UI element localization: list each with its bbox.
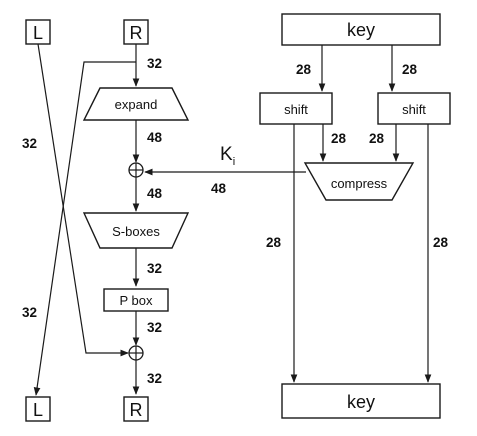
right-input-label: R	[130, 23, 143, 43]
key-to-shift-right-width: 28	[402, 62, 418, 77]
pbox-label: P box	[119, 293, 153, 308]
right-output-box: R	[123, 396, 149, 422]
key-bottom-box: key	[281, 383, 441, 419]
key-top-label: key	[347, 20, 375, 40]
expand-label: expand	[115, 97, 158, 112]
sboxes-label: S-boxes	[112, 224, 160, 239]
left-input-label: L	[33, 23, 43, 43]
expand-box: expand	[82, 87, 190, 121]
right-cross-width: 32	[22, 305, 37, 320]
shift-right-label: shift	[402, 102, 426, 117]
key-top-box: key	[281, 13, 441, 46]
shift-left-box: shift	[259, 92, 333, 125]
xor-out-width: 48	[147, 186, 163, 201]
key-to-shift-left-width: 28	[296, 62, 312, 77]
key-bottom-label: key	[347, 392, 375, 412]
xor2-out-width: 32	[147, 371, 162, 386]
r-to-expand-width: 32	[147, 56, 162, 71]
pbox-box: P box	[103, 288, 169, 312]
pbox-out-width: 32	[147, 320, 162, 335]
left-input-box: L	[25, 19, 51, 45]
left-output-box: L	[25, 396, 51, 422]
shift-left-label: shift	[284, 102, 308, 117]
expand-out-width: 48	[147, 130, 163, 145]
ki-width: 48	[211, 181, 227, 196]
l-to-xor-line	[37, 43, 129, 357]
xor-top	[128, 162, 144, 178]
right-input-box: R	[123, 19, 149, 45]
shift-right-down-width: 28	[433, 235, 449, 250]
compress-label: compress	[331, 176, 388, 191]
shift-left-down-width: 28	[266, 235, 282, 250]
sbox-out-width: 32	[147, 261, 162, 276]
sboxes-box: S-boxes	[82, 212, 190, 249]
shift-right-to-compress-width: 28	[369, 131, 385, 146]
ki-label: Ki	[220, 144, 235, 168]
shift-left-to-compress-width: 28	[331, 131, 347, 146]
xor-bottom	[128, 345, 144, 361]
shift-right-box: shift	[377, 92, 451, 125]
left-output-label: L	[33, 400, 43, 420]
right-output-label: R	[130, 400, 143, 420]
r-to-left-output-line	[33, 61, 136, 396]
left-cross-width: 32	[22, 136, 37, 151]
compress-box: compress	[303, 162, 415, 201]
